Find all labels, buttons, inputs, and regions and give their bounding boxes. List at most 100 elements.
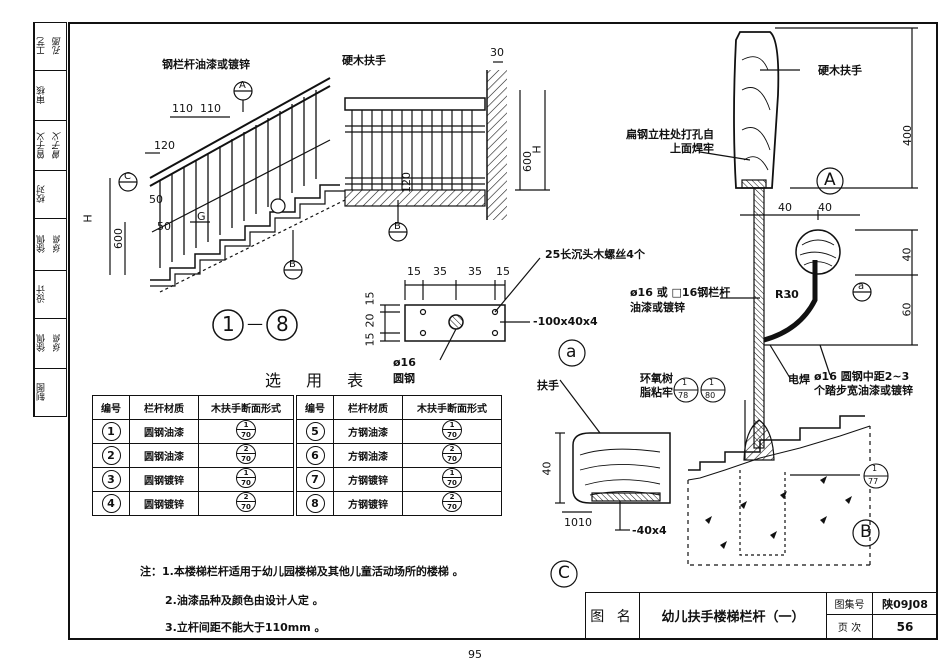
dim: 40 <box>540 461 554 476</box>
dim: 50 <box>149 193 163 206</box>
material: 圆钢油漆 <box>129 419 199 444</box>
material: 圆钢镀锌 <box>129 467 199 492</box>
material: 方钢油漆 <box>333 443 403 468</box>
reference-circles <box>673 377 889 489</box>
ref-den: 70 <box>447 431 457 439</box>
detail-label-B: B <box>860 522 872 542</box>
ref-den: 70 <box>241 431 251 439</box>
page-label: 页 次 <box>827 615 873 638</box>
dim: 120 <box>154 139 175 152</box>
label-flat-steel: 扁钢立柱处打孔自上面焊牢 <box>626 128 714 155</box>
ref-den: 70 <box>447 479 457 487</box>
row-number: 2 <box>101 446 121 465</box>
col-header: 木扶手断面形式 <box>402 395 502 420</box>
dim: 20 <box>363 313 377 328</box>
ref-den: 70 <box>447 455 457 463</box>
dim: 35 <box>468 265 482 278</box>
dim: 110 <box>200 102 221 115</box>
marker-a: a <box>858 281 865 292</box>
ref-den: 70 <box>241 503 251 511</box>
material: 方钢镀锌 <box>333 467 403 492</box>
material: 圆钢油漆 <box>129 443 199 468</box>
set-label: 图集号 <box>827 593 873 615</box>
detail-marker-a <box>558 339 586 367</box>
range-from: 1 <box>222 312 235 336</box>
stamp-row: 曾子义曾子义 <box>34 121 66 171</box>
stamp-row: 设计 <box>34 271 66 319</box>
ref-num: 1 <box>243 469 249 477</box>
signature-column: 工艺孔图 审核 曾子义曾子义 校对 徐佩徐佩 设计 徐佩徐佩 制图 <box>33 22 67 417</box>
ref-num: 1 <box>872 464 878 473</box>
dim: 15 <box>363 291 377 306</box>
dim: 400 <box>901 125 914 146</box>
title-label: 图 名 <box>586 593 640 638</box>
dim: 50 <box>157 220 171 233</box>
table-title: 选 用 表 <box>265 371 374 390</box>
material: 方钢镀锌 <box>333 491 403 516</box>
table-row: 6 方钢油漆 2 70 <box>296 443 502 468</box>
row-number: 7 <box>305 470 325 489</box>
ref-num: 1 <box>709 378 715 387</box>
railing-elevation <box>344 61 550 220</box>
table-row: 7 方钢镀锌 1 70 <box>296 467 502 492</box>
dim: 10 <box>564 516 578 529</box>
stamp-row: 徐佩徐佩 <box>34 319 66 369</box>
plate-detail <box>380 257 541 361</box>
label-handrail-c: 扶手 <box>537 379 559 392</box>
ref-num: 1 <box>682 378 688 387</box>
ref-num: 2 <box>449 493 455 501</box>
page-number: 95 <box>468 648 482 661</box>
detail-marker-a-big <box>816 167 844 195</box>
dim: G <box>197 210 206 223</box>
detail-marker-b-big <box>852 519 880 547</box>
table-row: 2 圆钢油漆 2 70 <box>92 443 294 468</box>
dim: 35 <box>433 265 447 278</box>
marker-A: A <box>239 80 246 91</box>
dim: 15 <box>496 265 510 278</box>
col-header: 木扶手断面形式 <box>198 395 294 420</box>
dim: H <box>530 145 544 154</box>
set-value: 陕09J08 <box>873 593 937 615</box>
stamp-row: 校对 <box>34 171 66 219</box>
label-epoxy: 环氧树脂粘牢 <box>640 372 673 399</box>
detail-label-A: A <box>824 170 836 190</box>
row-number: 5 <box>305 422 325 441</box>
stamp-row: 审核 <box>34 71 66 121</box>
range-marker <box>212 309 298 341</box>
ref-den: 78 <box>678 391 689 400</box>
row-number: 1 <box>101 422 121 441</box>
material: 圆钢镀锌 <box>129 491 199 516</box>
label-round16: ø16 <box>393 356 416 369</box>
ref-den: 70 <box>241 479 251 487</box>
dim: R30 <box>775 288 799 301</box>
ref-den: 70 <box>241 455 251 463</box>
section-marker <box>852 282 872 302</box>
dim: 10 <box>578 516 592 529</box>
range-to: 8 <box>276 312 289 336</box>
dim: 600 <box>112 228 125 249</box>
ref-num: 2 <box>449 445 455 453</box>
marker-C: C <box>124 171 131 182</box>
page-value: 56 <box>896 619 914 634</box>
ref-num: 2 <box>243 445 249 453</box>
ref-num: 1 <box>449 469 455 477</box>
note-1: 注：1.本楼梯栏杆适用于幼儿园楼梯及其他儿童活动场所的楼梯 。 <box>140 565 464 578</box>
stair-detail-b <box>687 400 871 566</box>
col-header: 编号 <box>92 395 130 420</box>
marker-B: B <box>394 221 401 232</box>
row-number: 6 <box>305 446 325 465</box>
label-round-steel: 圆钢 <box>393 372 415 385</box>
dim: 120 <box>400 172 413 193</box>
dim: 40 <box>778 201 792 214</box>
dim: 110 <box>172 102 193 115</box>
col-header: 栏杆材质 <box>129 395 199 420</box>
dim: 40 <box>900 247 914 262</box>
ref-num: 2 <box>243 493 249 501</box>
stamp-row: 徐佩徐佩 <box>34 219 66 271</box>
